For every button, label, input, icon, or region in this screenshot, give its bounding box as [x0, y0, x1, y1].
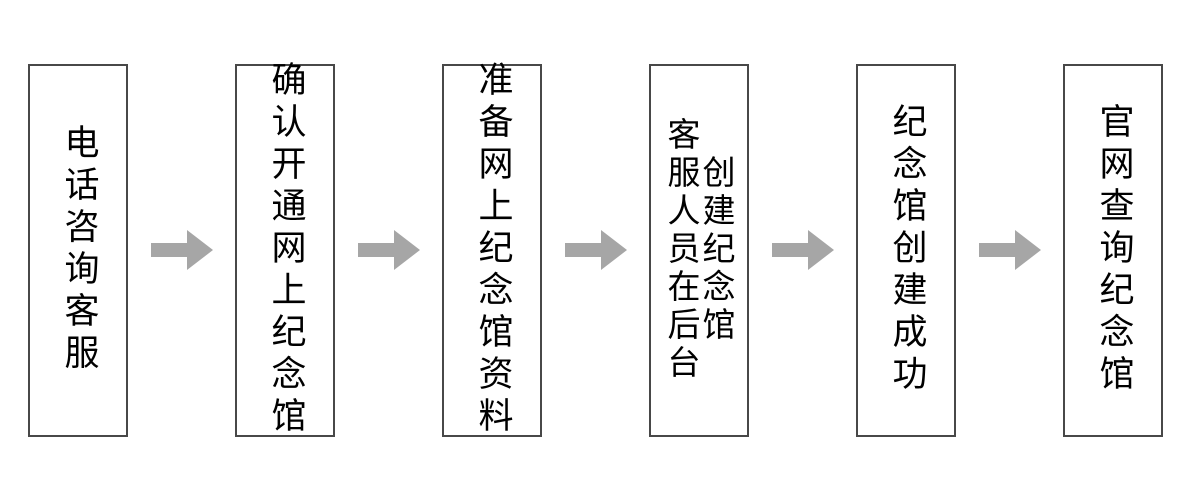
right-arrow-icon — [150, 230, 213, 270]
arrow-connector-5 — [956, 225, 1063, 275]
arrow-connector-2 — [335, 225, 442, 275]
arrow-connector-3 — [542, 225, 649, 275]
right-arrow-icon — [564, 230, 627, 270]
process-node-query-memorial-official-site[interactable]: 官网查询纪念馆 — [1063, 63, 1163, 437]
node-label: 官网查询纪念馆 — [1093, 103, 1134, 397]
node-label-column-left: 客服人员在后台 — [662, 117, 701, 383]
process-node-prepare-memorial-materials[interactable]: 准备网上纪念馆资料 — [442, 61, 542, 439]
node-label: 纪念馆创建成功 — [886, 103, 927, 397]
right-arrow-icon — [771, 230, 834, 270]
node-label: 电话咨询客服 — [58, 124, 99, 376]
node-label: 确认开通网上纪念馆 — [265, 61, 306, 439]
process-node-confirm-open-memorial[interactable]: 确认开通网上纪念馆 — [235, 61, 335, 439]
node-label: 准备网上纪念馆资料 — [472, 61, 513, 439]
arrow-connector-1 — [128, 225, 235, 275]
process-node-memorial-created-success[interactable]: 纪念馆创建成功 — [856, 63, 956, 437]
right-arrow-icon — [978, 230, 1041, 270]
process-node-support-creates-memorial-backend[interactable]: 创建纪念馆 客服人员在后台 — [649, 63, 749, 437]
node-label-column-right: 创建纪念馆 — [697, 155, 736, 345]
process-node-phone-consult-support[interactable]: 电话咨询客服 — [28, 63, 128, 437]
arrow-connector-4 — [749, 225, 856, 275]
right-arrow-icon — [357, 230, 420, 270]
